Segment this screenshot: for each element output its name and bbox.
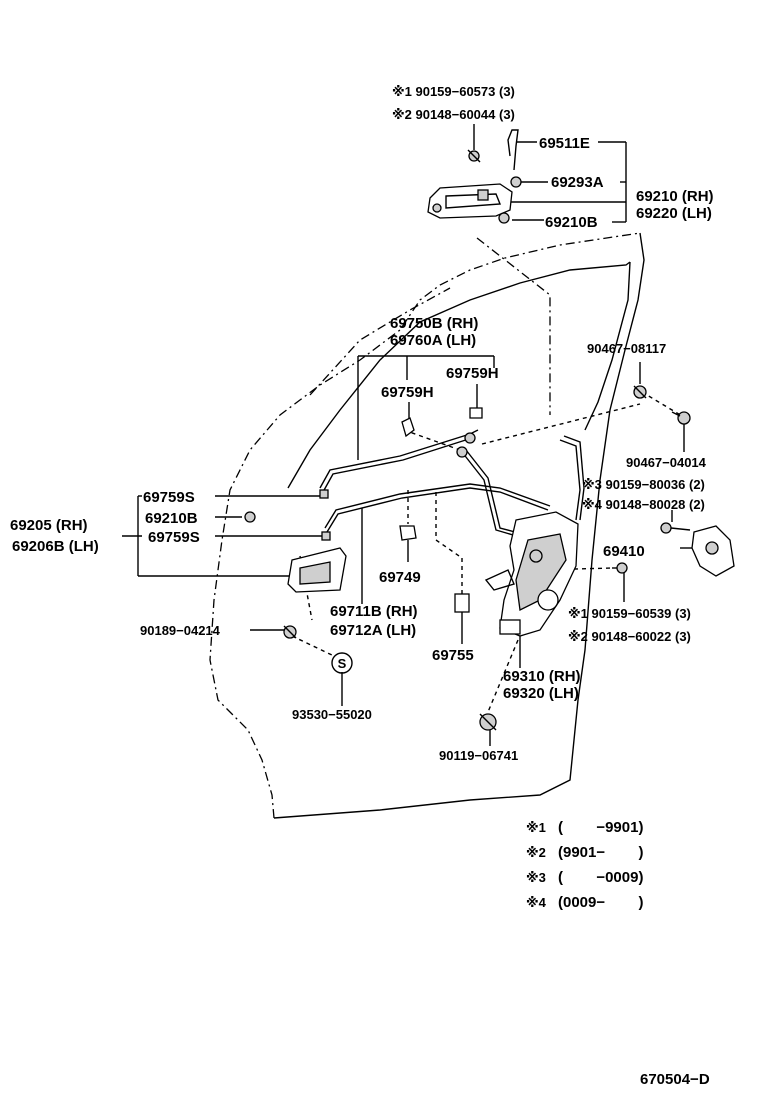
door-outline xyxy=(209,232,645,819)
label-69755: 69755 xyxy=(432,647,474,664)
clip-icon xyxy=(510,176,522,188)
label-69759h-left: 69759H xyxy=(381,384,434,401)
label-90467-04014: 90467−04014 xyxy=(626,455,707,470)
label-69205: 69205 (RH) xyxy=(10,517,88,534)
label-69759h-right: 69759H xyxy=(446,365,499,382)
label-69759s-lower: 69759S xyxy=(148,529,200,546)
clip-69749-icon xyxy=(399,525,417,541)
label-69760a: 69760A (LH) xyxy=(390,332,476,349)
figure-number: 670504−D xyxy=(640,1071,710,1088)
note-mark: ※3 xyxy=(526,870,546,885)
label-69210-rh: 69210 (RH) xyxy=(636,188,714,205)
outside-handle-icon xyxy=(427,183,513,219)
label-69206b: 69206B (LH) xyxy=(12,538,99,555)
s-mark-icon xyxy=(331,652,353,674)
label-90159-60573: ※1 90159−60573 (3) xyxy=(392,84,515,99)
clip-icon xyxy=(244,511,256,523)
part-labels: ※1 90159−60573 (3) ※2 90148−60044 (3) 69… xyxy=(10,84,714,763)
label-69220-lh: 69220 (LH) xyxy=(636,205,712,222)
label-90119-06741: 90119−06741 xyxy=(439,748,518,763)
screw-icon xyxy=(671,411,691,425)
label-69712a: 69712A (LH) xyxy=(330,622,416,639)
label-90148-60022: ※2 90148−60022 (3) xyxy=(568,629,691,644)
note-mark: ※2 xyxy=(526,845,546,860)
label-69293a: 69293A xyxy=(551,174,604,191)
label-90159-80036: ※3 90159−80036 (2) xyxy=(582,477,705,492)
label-69511e: 69511E xyxy=(539,135,590,152)
s-mark-label: S xyxy=(338,656,347,671)
rod-icon xyxy=(559,439,581,521)
clip-icon xyxy=(498,212,510,224)
label-90148-80028: ※4 90148−80028 (2) xyxy=(582,497,705,512)
screw-icon xyxy=(660,522,691,534)
label-69310: 69310 (RH) xyxy=(503,668,581,685)
inside-handle-icon xyxy=(287,547,347,593)
screw-icon xyxy=(612,562,628,574)
rod-icon xyxy=(319,429,479,489)
label-93530-55020: 93530−55020 xyxy=(292,707,372,722)
label-69410: 69410 xyxy=(603,543,645,560)
note-range: (9901− ) xyxy=(558,844,643,861)
screw-icon xyxy=(467,149,481,163)
notes-legend: ※1 ( −9901) ※2 (9901− ) ※3 ( −0009) ※4 (… xyxy=(526,819,643,911)
rod-icon xyxy=(324,483,551,529)
screw-icon xyxy=(479,713,497,731)
label-69749: 69749 xyxy=(379,569,421,586)
label-69711b: 69711B (RH) xyxy=(330,603,418,620)
note-range: ( −0009) xyxy=(558,869,643,886)
screw-icon xyxy=(283,625,297,639)
parts: S xyxy=(244,129,735,731)
clip-icon xyxy=(319,489,329,499)
note-range: ( −9901) xyxy=(558,819,643,836)
label-90159-60539: ※1 90159−60539 (3) xyxy=(568,606,691,621)
note-mark: ※1 xyxy=(526,820,546,835)
label-90148-60044: ※2 90148−60044 (3) xyxy=(392,107,515,122)
label-90189-04214: 90189−04214 xyxy=(140,623,221,638)
rod-icon xyxy=(507,129,519,171)
label-69210b-top: 69210B xyxy=(545,214,598,231)
note-mark: ※4 xyxy=(526,895,547,910)
label-90467-08117: 90467−08117 xyxy=(587,341,666,356)
protector-icon xyxy=(454,593,470,613)
clip-69759h-icon xyxy=(401,407,483,438)
note-range: (0009− ) xyxy=(558,894,643,911)
label-69750b: 69750B (RH) xyxy=(390,315,478,332)
clip-icon xyxy=(321,531,331,541)
label-69210b-mid: 69210B xyxy=(145,510,198,527)
screw-icon xyxy=(633,385,647,399)
door-lock-icon xyxy=(484,511,579,637)
label-69320: 69320 (LH) xyxy=(503,685,579,702)
label-69759s-upper: 69759S xyxy=(143,489,195,506)
striker-icon xyxy=(691,525,735,577)
